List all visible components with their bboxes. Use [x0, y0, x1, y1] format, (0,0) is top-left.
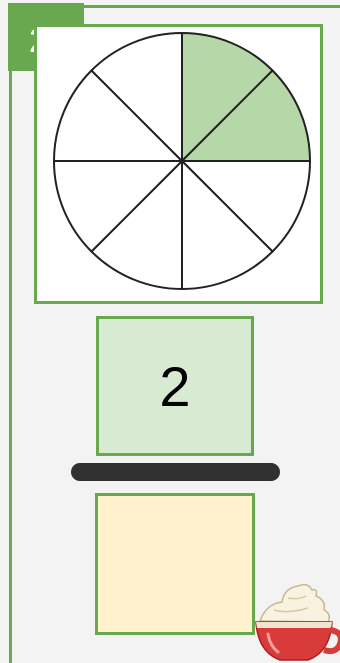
fraction-bar [71, 463, 280, 481]
numerator-value: 2 [159, 354, 190, 419]
numerator-box[interactable]: 2 [96, 316, 254, 456]
fraction-circle [37, 27, 320, 301]
fraction-circle-panel [34, 24, 323, 304]
hot-cocoa-cup-icon [248, 576, 340, 663]
denominator-box[interactable] [95, 493, 255, 635]
